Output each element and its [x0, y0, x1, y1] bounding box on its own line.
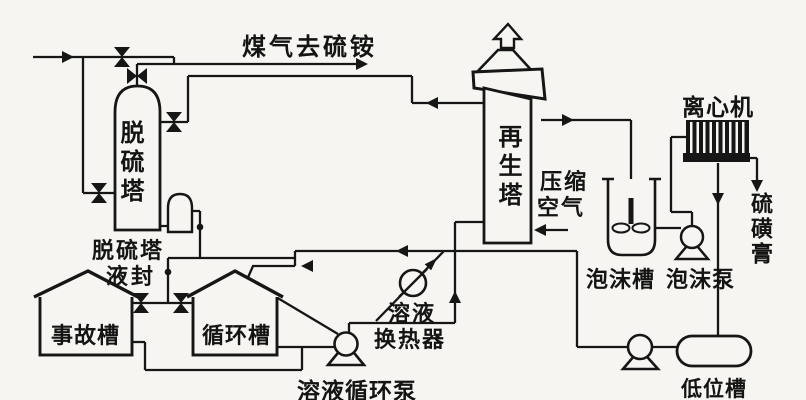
valve-icon [166, 112, 182, 132]
arrow-right-icon [356, 58, 368, 70]
arrow-right-icon [62, 51, 74, 63]
foam-pump-shape [673, 224, 711, 261]
pipe-network [33, 55, 759, 372]
accident-tank-shape [33, 269, 139, 357]
heat-exchanger-label-line1: 溶液 [388, 302, 437, 327]
regeneration-tower-label: 再生塔 [494, 124, 522, 211]
sulfur-paste-pipe [749, 156, 759, 180]
low-tank-pump-pipe [575, 251, 677, 349]
arrow-left-icon [534, 224, 546, 236]
arrow-down-icon [751, 180, 763, 192]
low-level-tank-label: 低位槽 [681, 377, 747, 400]
low-level-tank-shape [675, 334, 753, 368]
liquid-seal-label-line1: 脱硫塔 [92, 239, 165, 264]
centrifuge-label: 离心机 [682, 95, 754, 121]
low-level-pump-shape [620, 333, 661, 371]
valve-icon [91, 183, 107, 203]
pump-discharge-pipe [347, 220, 484, 334]
compressed-air-label-line2: 空气 [537, 196, 586, 221]
liquid-seal-pipe [192, 209, 202, 258]
solution-circulation-pump-shape [325, 331, 367, 367]
centrifuge-feed-pipe [669, 135, 694, 225]
centrifuge-shape [683, 120, 750, 162]
solution-return-pipe [160, 74, 484, 124]
tower-cap-icon [491, 22, 524, 50]
desulfurization-tower-label: 脱硫塔 [116, 120, 144, 207]
tower-feed-pipe [81, 57, 115, 195]
seal-collection-pipe [166, 256, 295, 303]
accident-tank-outlet-pipe [132, 340, 304, 372]
foam-tank-label: 泡沫槽 [586, 268, 656, 293]
arrow-left-icon [396, 245, 408, 257]
gas-outlet-label: 煤气去硫铵 [242, 33, 377, 61]
compressed-air-label-line1: 压缩 [540, 170, 589, 195]
foam-pipe [541, 118, 633, 179]
solution-circulation-pump-label: 溶液循环泵 [297, 379, 417, 400]
agitator-blade-icon [611, 222, 631, 234]
arrow-left-icon [301, 260, 313, 272]
heat-exchanger-diagonal [398, 268, 428, 298]
arrow-right-icon [562, 114, 574, 126]
valves [91, 47, 189, 313]
valve-icon [173, 293, 189, 313]
regeneration-tower-shape [471, 22, 547, 245]
foam-pump-label: 泡沫泵 [666, 268, 736, 293]
gas-inlet-pipe [33, 55, 356, 66]
arrow-ne-icon [424, 258, 437, 271]
valve-icon [127, 68, 147, 84]
liquid-seal-vessel-shape [166, 192, 194, 234]
desulfurization-tower-shape [113, 84, 194, 234]
arrow-left-icon [426, 97, 438, 109]
liquid-seal-label-line2: 液封 [106, 265, 157, 290]
valve-icon [114, 47, 130, 67]
heat-exchanger-label-line2: 换热器 [374, 328, 447, 353]
foam-tank-shape [602, 177, 661, 257]
accident-tank-label: 事故槽 [51, 324, 121, 349]
junction-dot [196, 223, 204, 231]
sulfur-paste-label: 硫磺膏 [747, 192, 772, 267]
circulation-tank-shape [186, 269, 284, 357]
flow-arrows [62, 51, 763, 303]
junction-dot [164, 268, 172, 276]
circulation-tank-label: 循环槽 [202, 324, 272, 349]
tank-pump-diagonal-pipe [275, 296, 339, 335]
arrow-up-icon [449, 291, 461, 303]
arrow-down-icon [712, 193, 724, 205]
agitator-blade-icon [631, 222, 651, 234]
